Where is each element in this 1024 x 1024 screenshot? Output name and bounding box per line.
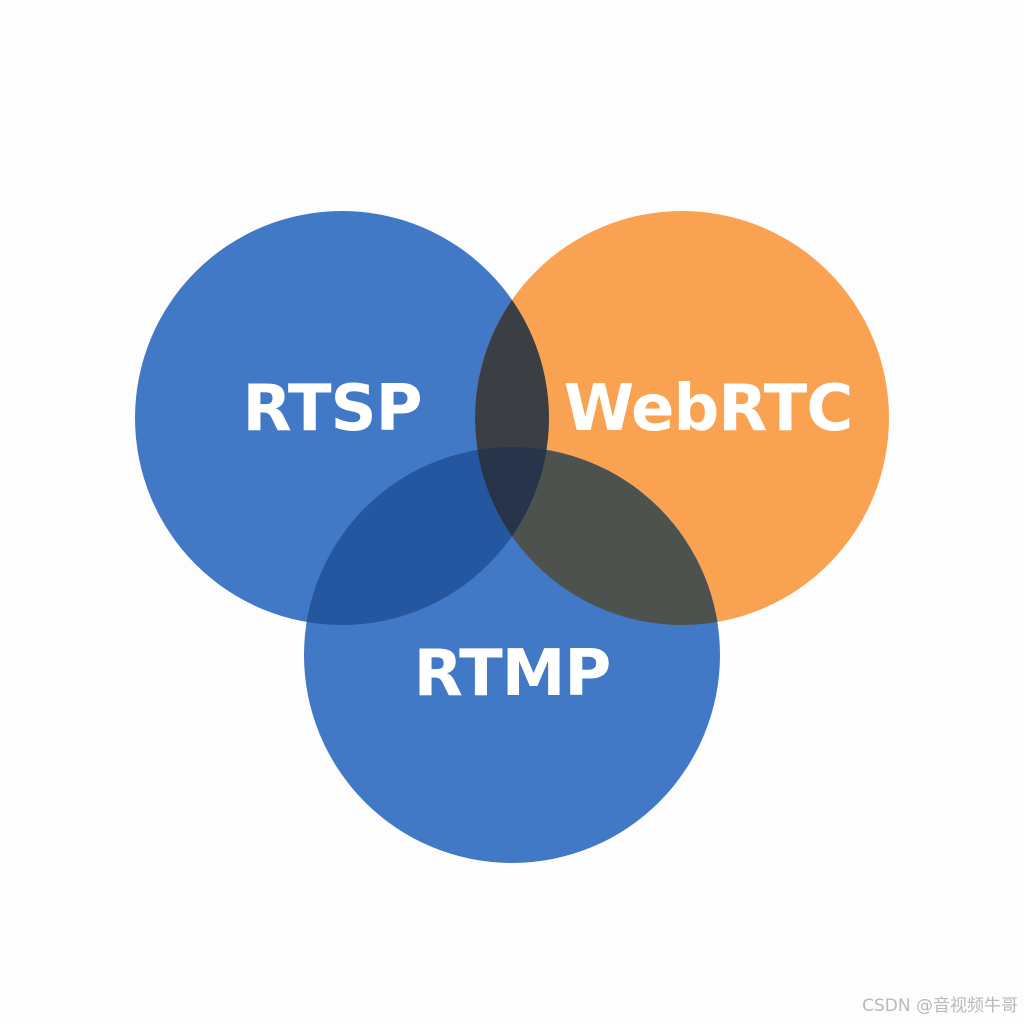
- rtsp-rtmp-overlap: [304, 447, 549, 625]
- webrtc-label: WebRTC: [564, 372, 853, 446]
- webrtc-rtmp-overlap: [475, 447, 720, 625]
- rtmp-label: RTMP: [414, 637, 611, 711]
- rtsp-label: RTSP: [242, 372, 421, 446]
- watermark-text: CSDN @音视频牛哥: [862, 996, 1018, 1016]
